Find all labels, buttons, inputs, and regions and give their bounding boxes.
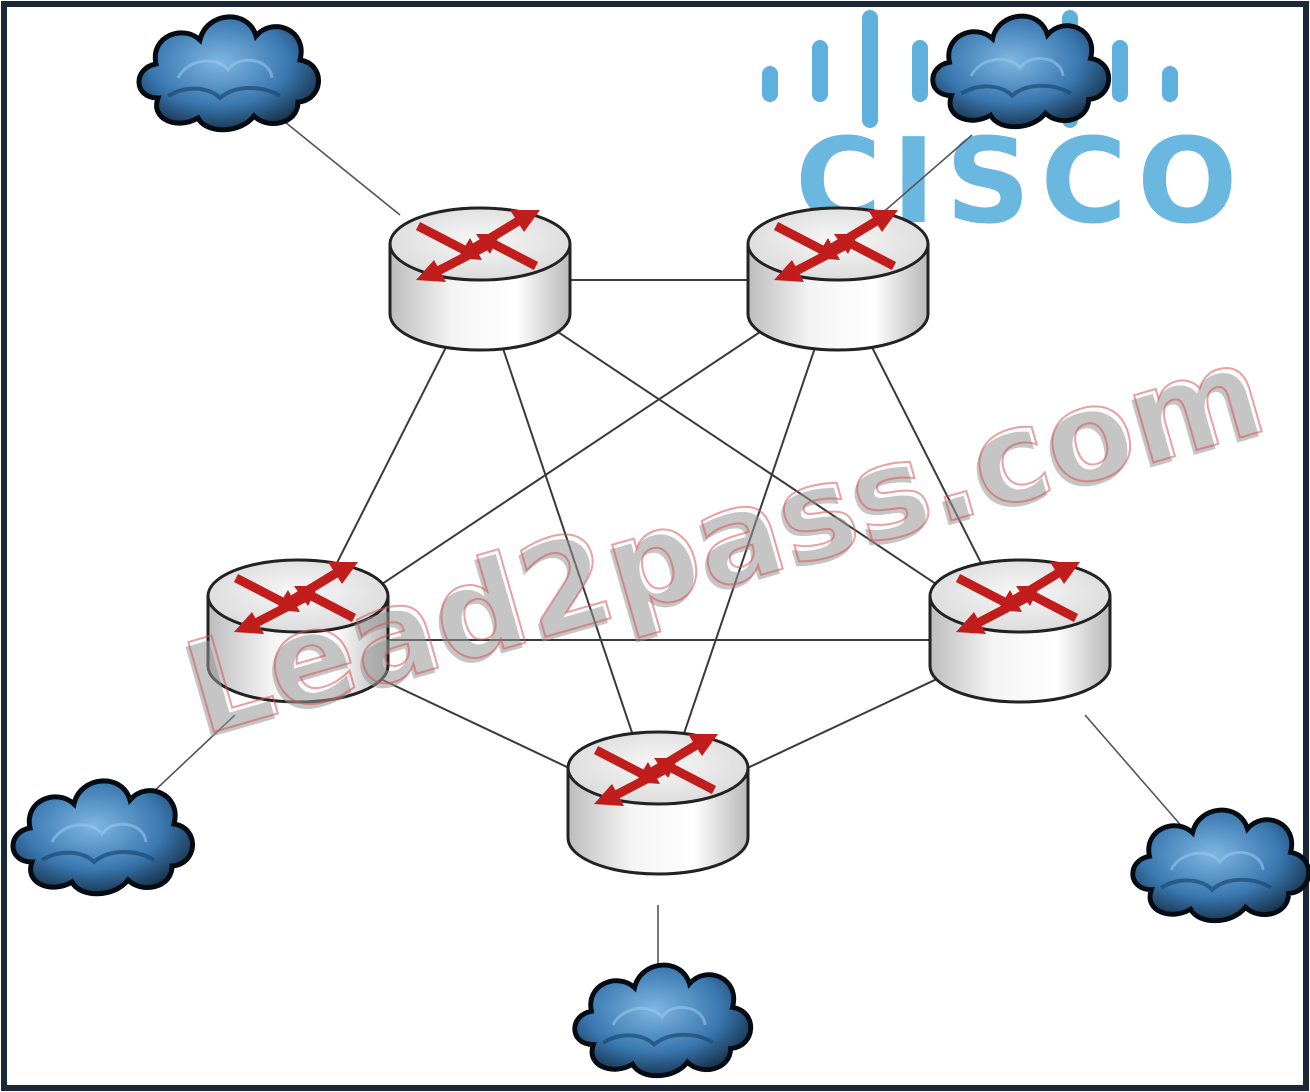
link-top-right-to-mid-left xyxy=(297,279,839,641)
link-top-left-to-bottom xyxy=(479,279,659,811)
cloud-uplinks xyxy=(149,121,1186,970)
uplink-bottom-left xyxy=(149,714,236,796)
uplink-bottom-right xyxy=(1084,714,1186,831)
router-bottom xyxy=(568,732,748,874)
router-top-right xyxy=(748,208,928,350)
router-mid-right xyxy=(930,560,1110,702)
link-top-right-to-bottom xyxy=(657,279,839,811)
cloud-bottom xyxy=(575,965,751,1076)
cloud-top-right xyxy=(933,16,1109,127)
link-top-left-to-mid-right xyxy=(479,279,1021,641)
cloud-bottom-left xyxy=(13,781,193,894)
cloud-bottom-right xyxy=(1133,810,1309,921)
router-top-left xyxy=(390,208,570,350)
uplink-top-left xyxy=(284,121,401,216)
uplink-top-right xyxy=(879,134,973,216)
cloud-top-left xyxy=(139,17,319,130)
watermark-outline: Lead2pass.com xyxy=(170,315,1280,765)
watermark: Lead2pass.com Lead2pass.com xyxy=(167,314,1280,770)
